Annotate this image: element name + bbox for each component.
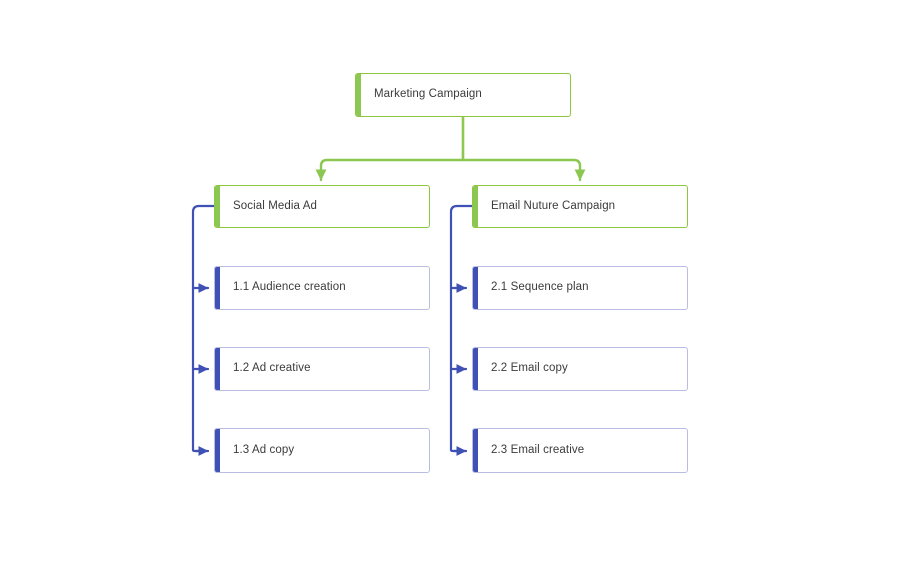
node-label: 2.3 Email creative (491, 443, 585, 456)
node-marketing-campaign[interactable]: Marketing Campaign (355, 73, 571, 117)
node-accent-bar (473, 186, 478, 227)
node-label: 2.1 Sequence plan (491, 281, 589, 294)
node-email-nurture-campaign[interactable]: Email Nuture Campaign (472, 185, 688, 228)
node-email-creative[interactable]: 2.3 Email creative (472, 428, 688, 473)
node-accent-bar (215, 348, 220, 390)
node-accent-bar (473, 348, 478, 390)
node-label: Marketing Campaign (374, 88, 482, 101)
connector-root-to-branches (315, 115, 586, 182)
node-label: 1.3 Ad copy (233, 443, 295, 456)
node-accent-bar (473, 429, 478, 472)
connector-root-to-social-media-ad (315, 115, 465, 182)
node-label: 1.2 Ad creative (233, 362, 311, 375)
node-audience-creation[interactable]: 1.1 Audience creation (214, 266, 430, 310)
connector-root-to-email-nurture-campaign (461, 115, 586, 182)
node-label: 1.1 Audience creation (233, 281, 346, 294)
node-ad-creative[interactable]: 1.2 Ad creative (214, 347, 430, 391)
node-ad-copy[interactable]: 1.3 Ad copy (214, 428, 430, 473)
connector-spine-left (191, 204, 216, 453)
node-accent-bar (215, 429, 220, 472)
node-accent-bar (473, 267, 478, 309)
node-accent-bar (356, 74, 361, 116)
node-social-media-ad[interactable]: Social Media Ad (214, 185, 430, 228)
connector-social-media-ad-to-leaves (191, 204, 216, 457)
node-accent-bar (215, 267, 220, 309)
connector-spine-right (449, 204, 474, 453)
connector-email-nurture-campaign-to-leaves (449, 204, 474, 457)
node-sequence-plan[interactable]: 2.1 Sequence plan (472, 266, 688, 310)
node-email-copy[interactable]: 2.2 Email copy (472, 347, 688, 391)
node-label: Social Media Ad (233, 199, 317, 212)
node-label: Email Nuture Campaign (491, 199, 616, 212)
node-accent-bar (215, 186, 220, 227)
node-label: 2.2 Email copy (491, 362, 568, 375)
